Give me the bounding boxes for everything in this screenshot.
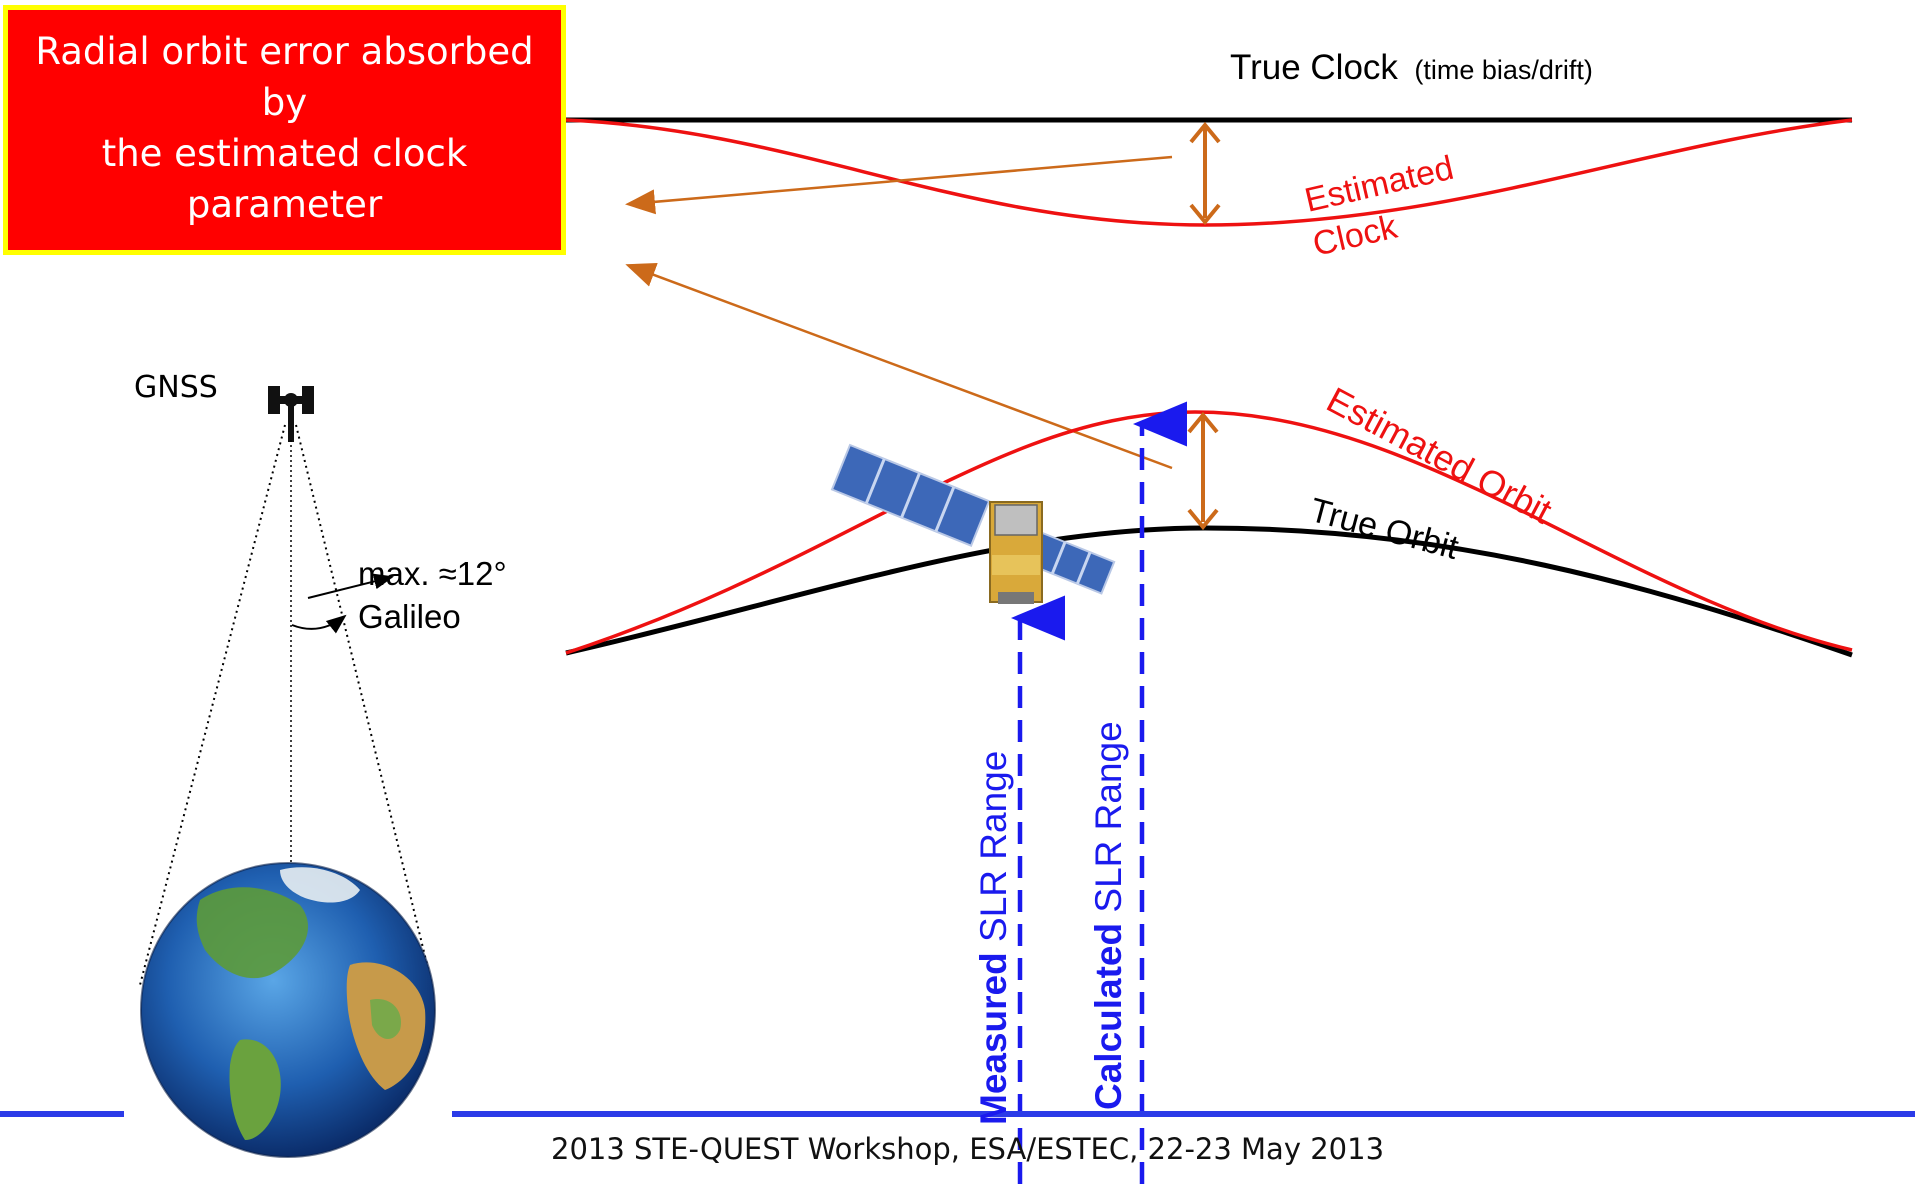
earth-globe-icon [140, 862, 436, 1158]
callout-box: Radial orbit error absorbed by the estim… [3, 5, 566, 299]
gnss-fov-left [139, 424, 286, 986]
true-clock-title: True Clock [1230, 48, 1398, 87]
calculated-label-rest: SLR Range [1088, 721, 1129, 923]
true-orbit-curve [565, 525, 1853, 658]
pointer-arrow-orbit [625, 263, 1173, 470]
orbit-offset-arrow [1187, 411, 1219, 531]
calculated-slr-range-label: Calculated SLR Range [1088, 721, 1129, 1110]
callout-line-2: the estimated clock [101, 132, 468, 175]
estimated-clock-label-line1: Estimated [1301, 149, 1457, 220]
true-clock-label: True Clock (time bias/drift) [1230, 48, 1593, 88]
calculated-label-bold: Calculated [1088, 923, 1129, 1110]
footer-caption: 2013 STE-QUEST Workshop, ESA/ESTEC, 22-2… [551, 1132, 1385, 1166]
gnss-angle-label: max. ≈12° [358, 555, 507, 592]
leo-satellite-icon [830, 443, 1116, 604]
angle-arrow-lower [291, 614, 347, 634]
measured-label-bold: Measured [973, 952, 1014, 1125]
gnss-satellite-icon [268, 386, 314, 442]
callout-line-1: Radial orbit error absorbed by [35, 30, 534, 124]
estimated-clock-curve [565, 118, 1853, 227]
measured-slr-range-label: Measured SLR Range [973, 751, 1014, 1125]
gnss-fov-right [295, 424, 433, 986]
callout-line-3: parameter [186, 183, 383, 226]
callout-gap [8, 230, 561, 252]
estimated-orbit-curve [565, 410, 1853, 655]
measured-label-rest: SLR Range [973, 751, 1014, 953]
clock-offset-arrow [1189, 121, 1221, 226]
pointer-arrow-clock [625, 155, 1173, 215]
angle-arrow-upper [307, 573, 394, 599]
true-orbit-label: True Orbit [1306, 491, 1463, 567]
callout-line-4: (opposite sign!) [138, 256, 431, 299]
true-clock-note: (time bias/drift) [1414, 55, 1593, 85]
gnss-constellation-label: Galileo [358, 598, 461, 635]
gnss-label: GNSS [134, 370, 218, 405]
